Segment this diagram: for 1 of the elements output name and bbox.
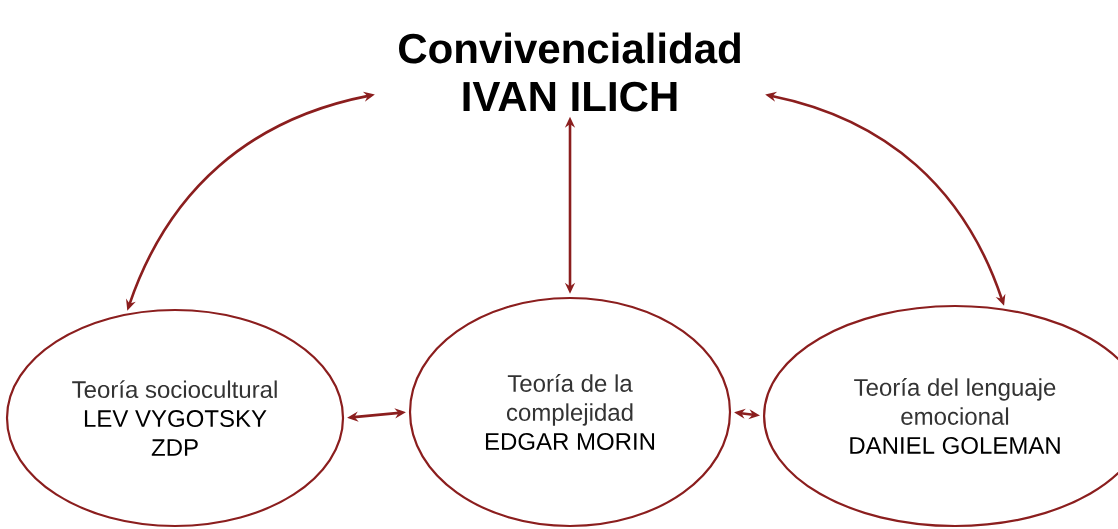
title-text: Convivencialidad IVAN ILICH (399, 32, 740, 112)
